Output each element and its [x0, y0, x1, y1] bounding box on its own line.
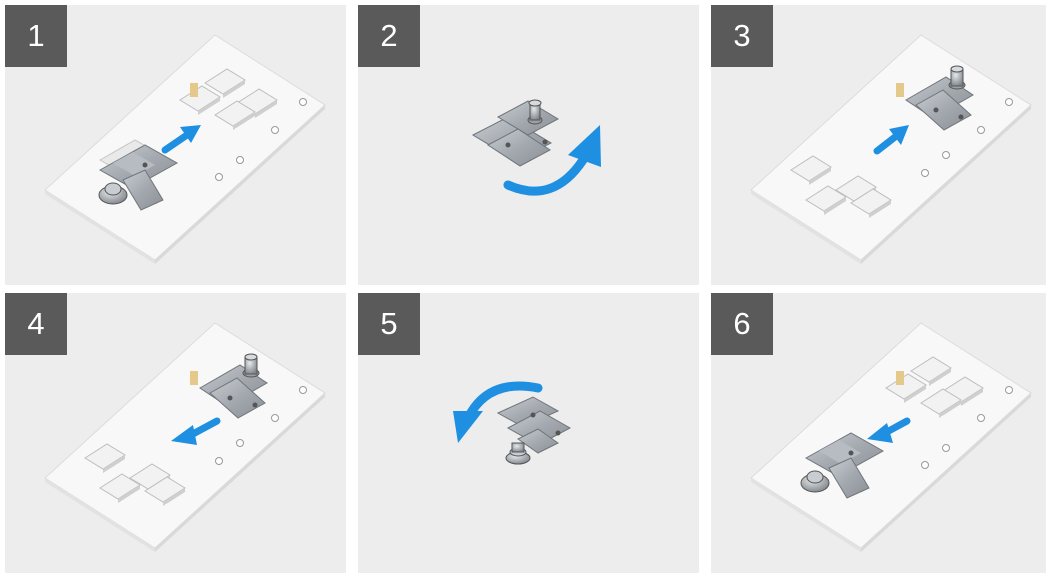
step-number-badge: 2: [358, 5, 420, 67]
step-6-panel: 6: [711, 293, 1046, 573]
step-number-badge: 4: [5, 293, 67, 355]
step-1-panel: 1: [5, 5, 346, 285]
step-4-panel: 4: [5, 293, 346, 573]
step-5-panel: 5: [358, 293, 699, 573]
step-number-badge: 6: [711, 293, 773, 355]
bracket: [498, 397, 570, 464]
step-number-badge: 1: [5, 5, 67, 67]
bracket: [473, 100, 558, 166]
step-2-panel: 2: [358, 5, 699, 285]
step-number-badge: 5: [358, 293, 420, 355]
step-number-badge: 3: [711, 5, 773, 67]
step-3-panel: 3: [711, 5, 1046, 285]
